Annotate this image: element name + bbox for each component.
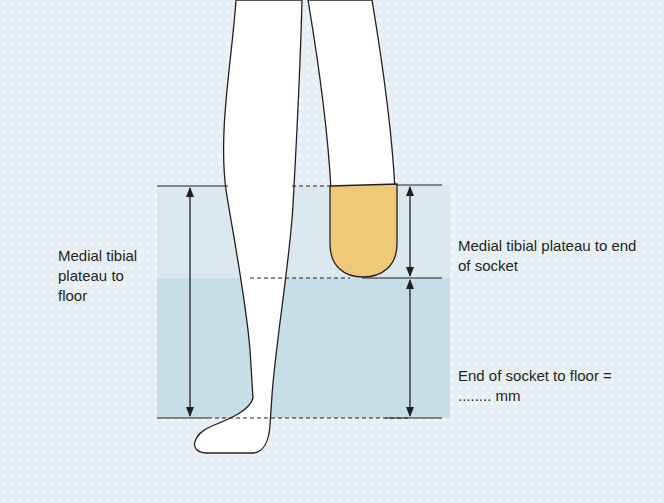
dimension-arrows (190, 187, 410, 416)
lower-band (157, 278, 450, 418)
upper-band (157, 185, 450, 278)
sound-leg (195, 0, 302, 453)
reference-lines (208, 186, 410, 418)
dimension-label: Medial tibial plateau to floor (58, 246, 148, 306)
dimension-label: End of socket to floor = ........ mm (458, 366, 633, 406)
dimension-label: Medial tibial plateau to end of socket (458, 236, 638, 276)
dimension-ticks (157, 185, 442, 418)
socket (330, 184, 397, 277)
